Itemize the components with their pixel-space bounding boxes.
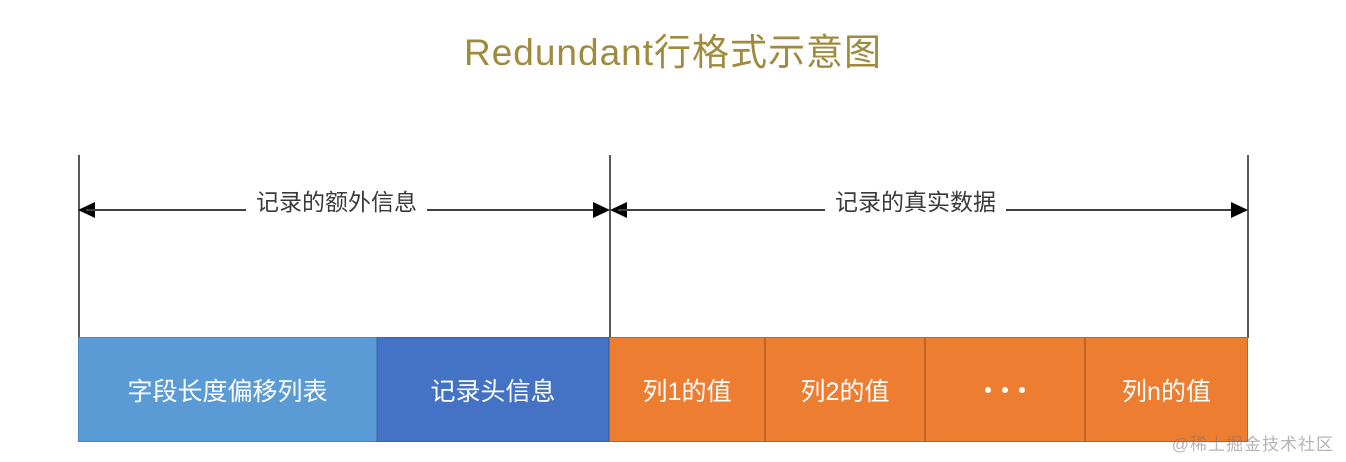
guide-line-right [1247,155,1249,338]
block-label: 记录头信息 [430,377,556,406]
arrowhead-right-icon [1231,202,1248,218]
watermark: @稀土掘金技术社区 [1171,435,1334,454]
record-layout-row: 字段长度偏移列表 记录头信息 列1的值 列2的值 列n的值 [78,337,1248,442]
guide-line-middle [609,155,611,338]
block-column-ellipsis [925,337,1085,442]
block-column-n-value: 列n的值 [1085,337,1248,442]
block-label: 字段长度偏移列表 [127,377,328,406]
block-column-2-value: 列2的值 [765,337,925,442]
dimension-extra-info: 记录的额外信息 [78,185,610,227]
guide-line-left [78,155,80,338]
ellipsis-icon [985,386,1025,393]
dimension-label-real-data: 记录的真实数据 [825,185,1006,219]
dimension-label-extra-info: 记录的额外信息 [246,185,427,219]
block-record-header: 记录头信息 [377,337,609,442]
page-title: Redundant行格式示意图 [463,32,883,73]
block-label: 列n的值 [1122,377,1211,406]
dimension-real-data: 记录的真实数据 [610,185,1248,227]
block-label: 列2的值 [800,377,890,406]
block-column-1-value: 列1的值 [609,337,765,442]
arrowhead-right-icon [593,202,610,218]
block-field-length-offset-list: 字段长度偏移列表 [78,337,377,442]
block-label: 列1的值 [642,377,732,406]
